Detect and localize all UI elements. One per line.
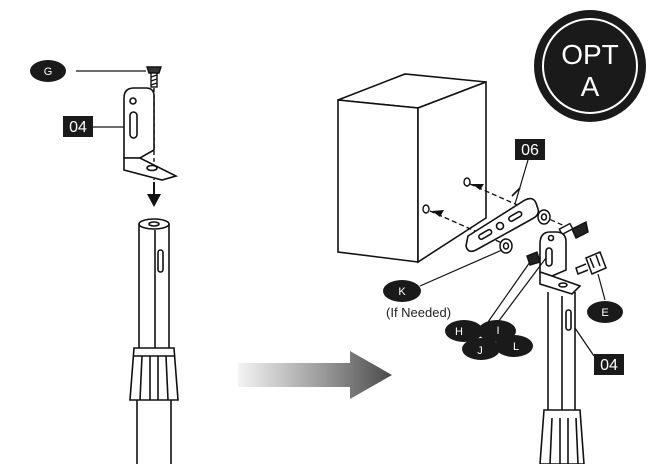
bracket-04-right: [539, 231, 582, 295]
part-label-g-text: G: [44, 66, 53, 78]
plate-06: [465, 197, 540, 253]
part-number-06-text: 06: [521, 142, 539, 159]
part-label-j-text: J: [477, 345, 483, 357]
part-label-h-text: H: [455, 326, 463, 338]
screw-g: [146, 66, 162, 88]
part-label-cluster: H I J L: [445, 320, 533, 360]
part-number-04-right-text: 04: [600, 357, 618, 374]
mount-hole-lower: [422, 204, 430, 214]
part-number-06: 06: [515, 139, 545, 160]
leaders-hijl: [487, 257, 547, 323]
down-arrow-icon: [147, 182, 161, 207]
if-needed-note: (If Needed): [386, 305, 451, 320]
part-label-l-text: L: [513, 341, 519, 353]
leader-e: [597, 273, 606, 301]
washer-k: [499, 238, 513, 254]
transition-arrow-icon: [238, 351, 392, 399]
badge-line2: A: [581, 71, 600, 102]
washer-upper: [537, 209, 551, 225]
arrow-upper-icon: [472, 184, 484, 190]
arrow-lower-icon: [432, 210, 444, 217]
knob-e: [575, 251, 607, 275]
badge-line1: OPT: [561, 39, 619, 70]
part-number-04-left-text: 04: [69, 119, 87, 136]
option-badge: OPT A: [534, 10, 646, 122]
part-label-i-text: I: [496, 325, 499, 337]
part-label-k: K: [383, 280, 421, 302]
speaker-box: [337, 73, 487, 264]
part-label-e: E: [587, 301, 623, 323]
leader-06: [514, 159, 529, 205]
part-number-04-right: 04: [594, 354, 624, 375]
leader-04-right: [574, 327, 595, 357]
part-number-04-left: 04: [63, 116, 93, 137]
mount-hole-upper: [463, 177, 471, 187]
pole-left: [129, 218, 179, 464]
part-label-k-text: K: [398, 286, 406, 298]
bracket-04-left: [123, 87, 179, 181]
leader-k: [419, 249, 503, 287]
screw-upper-right: [558, 220, 589, 239]
part-label-e-text: E: [601, 307, 608, 319]
plate-post: [511, 187, 521, 197]
part-label-g: G: [30, 60, 66, 82]
pole-right: [539, 292, 585, 464]
